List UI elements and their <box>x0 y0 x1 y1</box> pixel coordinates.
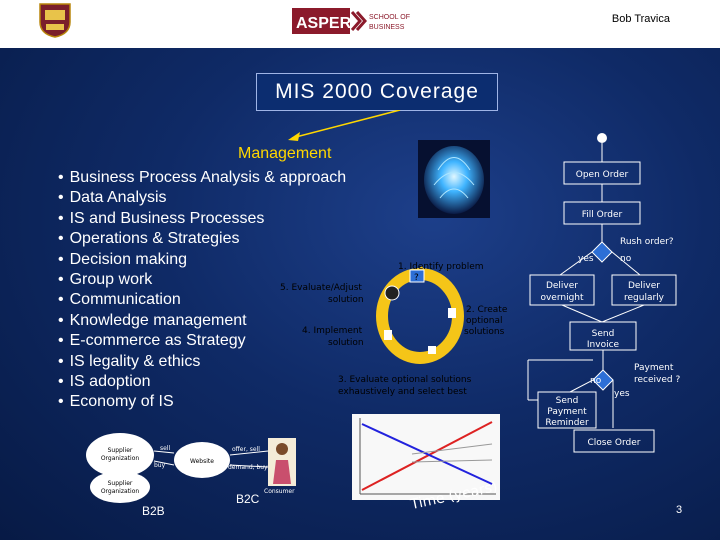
consumer-label: Consumer <box>264 488 295 495</box>
svg-text:BUSINESS: BUSINESS <box>369 24 405 31</box>
document-icon <box>428 346 436 354</box>
offer-sell-label: offer, sell <box>232 446 260 453</box>
close-order-label: Close Order <box>588 438 641 448</box>
deliver-regularly-line2: regularly <box>624 293 665 303</box>
send-invoice-line1: Send <box>592 329 615 339</box>
supplier-org-line2: Organization <box>101 455 140 462</box>
adoption-graph-image <box>352 414 500 500</box>
payment-decision-diamond <box>592 369 614 391</box>
ecommerce-diagram: Supplier Organization Supplier Organizat… <box>86 433 295 518</box>
question-box <box>409 269 425 283</box>
topic-item: Decision making <box>58 250 346 270</box>
cycle-step-2-line3: solutions <box>464 327 505 337</box>
send-invoice-line2: Invoice <box>587 340 620 350</box>
asper-school-logo: ASPER SCHOOL OF BUSINESS <box>292 8 412 34</box>
cycle-step-1: 1. Identify problem <box>398 262 484 272</box>
demand-buy-label: demand, buy <box>228 464 268 471</box>
topic-item: Group work <box>58 270 346 290</box>
deliver-overnight-line1: Deliver <box>546 281 578 291</box>
no-label-2: no <box>590 376 602 386</box>
topic-item: Communication <box>58 290 346 310</box>
cycle-step-4-line2: solution <box>328 338 364 348</box>
svg-text:SCHOOL OF: SCHOOL OF <box>369 14 410 21</box>
start-node <box>597 133 607 143</box>
cycle-step-5-line1: 5. Evaluate/Adjust <box>280 283 362 293</box>
yes-label: yes <box>578 254 594 264</box>
deliver-overnight-line2: overnight <box>540 293 584 303</box>
cycle-step-2-line1: 2. Create <box>466 305 508 315</box>
topic-item: Operations & Strategies <box>58 229 346 249</box>
supplier-org-ellipse <box>86 433 154 477</box>
supplier-org-line1: Supplier <box>108 447 133 454</box>
document-icon <box>384 330 392 340</box>
topic-item: Knowledge management <box>58 311 346 331</box>
cycle-step-3-line1: 3. Evaluate optional solutions <box>338 375 472 385</box>
website-ellipse <box>174 442 230 478</box>
svg-text:ASPER: ASPER <box>296 15 352 32</box>
header-bar <box>0 0 720 48</box>
cycle-step-2-line2: optional <box>466 316 502 326</box>
consumer-photo <box>268 438 296 486</box>
cycle-step-3-line2: exhaustively and select best <box>338 387 467 397</box>
supplier-org2-line2: Organization <box>101 488 140 495</box>
cycle-step-4-line1: 4. Implement <box>302 326 363 336</box>
topic-item: Data Analysis <box>58 188 346 208</box>
send-reminder-line2: Payment <box>547 407 587 417</box>
deliver-regularly-line1: Deliver <box>628 281 660 291</box>
b2c-label: B2C <box>236 492 260 506</box>
payment-received-line1: Payment <box>634 363 674 373</box>
website-label: Website <box>190 458 214 465</box>
target-icon <box>384 285 400 301</box>
supplier-org-ellipse-2 <box>90 471 150 503</box>
payment-received-line2: received ? <box>634 375 680 385</box>
rush-decision-diamond <box>591 241 613 263</box>
yes-label-2: yes <box>614 389 630 399</box>
send-reminder-box <box>537 391 597 429</box>
topic-item: IS and Business Processes <box>58 209 346 229</box>
question-mark: ? <box>414 273 419 283</box>
topics-list: Business Process Analysis & approach Dat… <box>58 168 347 413</box>
open-order-label: Open Order <box>576 170 629 180</box>
university-crest-logo <box>39 3 71 38</box>
send-reminder-line1: Send <box>556 396 579 406</box>
slide-title: MIS 2000 Coverage <box>256 73 498 111</box>
fill-order-label: Fill Order <box>582 210 623 220</box>
management-arrow <box>288 110 401 141</box>
decision-cycle-diagram: ? 1. Identify problem 2. Create optional… <box>280 262 508 397</box>
management-label: Management <box>238 145 332 162</box>
rush-order-label: Rush order? <box>620 237 674 247</box>
brain-image <box>418 140 490 218</box>
send-reminder-line3: Reminder <box>545 418 589 428</box>
document-icon <box>448 308 456 318</box>
topic-item: Economy of IS <box>58 392 346 412</box>
topic-item: IS adoption <box>58 372 346 392</box>
sell-label: sell <box>160 445 170 452</box>
topic-item: IS legality & ethics <box>58 352 346 372</box>
page-number: 3 <box>676 504 683 516</box>
supplier-org2-line1: Supplier <box>108 480 133 487</box>
order-flowchart: Open Order Fill Order Rush order? yes no… <box>527 133 680 453</box>
buy-label: buy <box>154 462 166 469</box>
topic-item: E-commerce as Strategy <box>58 331 346 351</box>
no-label: no <box>620 254 632 264</box>
author-name: Bob Travica <box>611 13 670 25</box>
close-order-box <box>573 429 655 453</box>
topic-item: Business Process Analysis & approach <box>58 168 347 188</box>
cycle-step-5-line2: solution <box>328 295 364 305</box>
b2b-label: B2B <box>142 504 165 518</box>
